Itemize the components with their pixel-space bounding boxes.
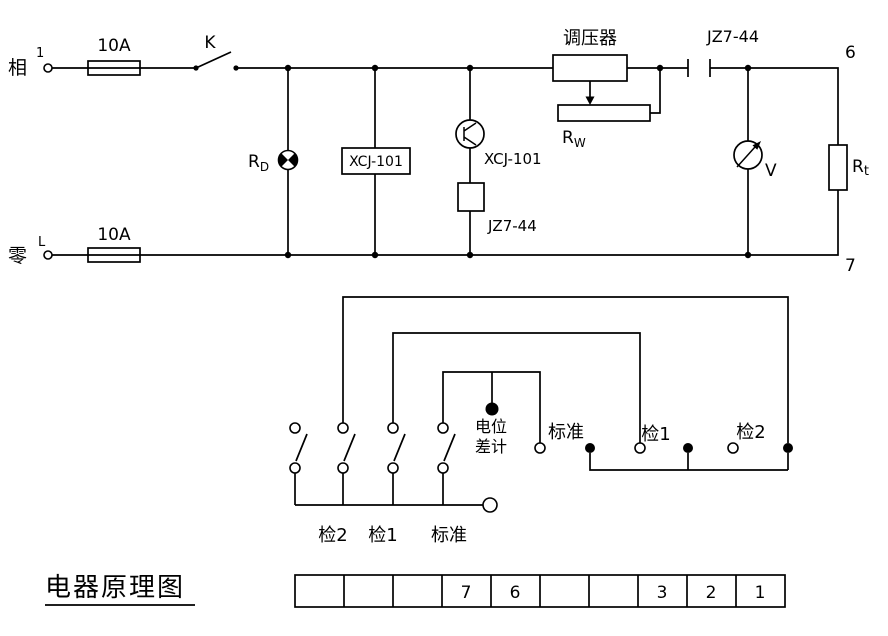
switch-standard-label: 标准 xyxy=(431,525,467,546)
xcj-tube-label: XCJ-101 xyxy=(484,150,542,168)
switch-bottom-contact xyxy=(387,462,399,474)
terminal-strip: 7 6 3 2 1 xyxy=(294,574,786,608)
fuse-phase-label: 10A xyxy=(97,36,131,56)
selector-posts xyxy=(534,442,793,454)
voltmeter-label: V xyxy=(765,161,777,181)
fuse-phase-icon xyxy=(87,60,141,76)
junction-dot xyxy=(466,251,474,259)
junction-dot xyxy=(744,251,752,259)
switch-top-contact xyxy=(437,422,449,434)
rw-label: RW xyxy=(562,128,586,150)
pot-label-line2: 差计 xyxy=(475,437,507,456)
neutral-terminal-label: L xyxy=(38,235,46,250)
junction-dot xyxy=(656,64,664,72)
selector-standard-label: 标准 xyxy=(548,422,584,443)
switch-top-contact xyxy=(289,422,301,434)
regulator-box xyxy=(552,54,628,82)
switch-check2-label: 检2 xyxy=(318,525,347,546)
junction-dots xyxy=(284,64,752,259)
switch-top-contact xyxy=(387,422,399,434)
junction-dot xyxy=(284,64,292,72)
junction-dot xyxy=(284,251,292,259)
voltmeter-arrowhead-icon xyxy=(752,141,761,150)
switch-k-pivot xyxy=(193,65,199,71)
switch-bottom-contact xyxy=(437,462,449,474)
phase-terminal-label: 1 xyxy=(36,46,44,61)
switch-k-contact xyxy=(233,65,239,71)
tube-circle-icon xyxy=(455,119,485,149)
terminal-7-label: 7 xyxy=(845,256,856,276)
selector-check1-label: 检1 xyxy=(641,424,670,445)
check1-post-filled xyxy=(683,443,693,453)
pot-label-line1: 电位 xyxy=(475,417,507,436)
selector-check2-label: 检2 xyxy=(736,422,765,443)
rt-label: Rt xyxy=(852,157,869,179)
junction-dot xyxy=(371,251,379,259)
rw-resistor-box xyxy=(557,104,651,122)
voltmeter-needle-icon xyxy=(736,146,756,168)
check2-post-filled xyxy=(783,443,793,453)
switch-top-contact xyxy=(337,422,349,434)
regulator-label: 调压器 xyxy=(563,28,617,49)
jz7-44-contact-icon xyxy=(687,59,711,77)
switch-k-label: K xyxy=(204,33,216,53)
rw-wiper-arrowhead-icon xyxy=(585,96,595,105)
switch-bottom-contact xyxy=(337,462,349,474)
switch-k-blade-icon xyxy=(195,51,232,69)
strip-cell-label: 7 xyxy=(461,583,472,603)
phase-label: 相 xyxy=(8,57,27,79)
jz-contact-label: JZ7-44 xyxy=(706,27,759,46)
selector-circuit-wires xyxy=(294,296,789,506)
check2-post-open xyxy=(727,442,739,454)
rt-resistor-box xyxy=(828,144,848,191)
main-circuit-wires xyxy=(52,67,839,256)
strip-cell-label: 3 xyxy=(657,583,668,603)
potentiometer-node xyxy=(485,402,499,416)
terminal-strip-dividers xyxy=(343,575,737,607)
relay-coil-label: JZ7-44 xyxy=(487,217,537,235)
fuse-neutral-label: 10A xyxy=(97,225,131,245)
knife-switch-contacts xyxy=(289,422,498,513)
selector-circuit: 电位 差计 标准 检1 检2 检2 检1 标准 xyxy=(289,296,793,546)
phase-terminal xyxy=(43,63,53,73)
lamp-wedge-right xyxy=(288,153,298,167)
terminal-6-label: 6 xyxy=(845,43,856,63)
switch-check1-label: 检1 xyxy=(368,525,397,546)
fuse-neutral-icon xyxy=(87,247,141,263)
relay-coil-box xyxy=(457,182,485,212)
tube-glyph-icon xyxy=(463,122,477,146)
neutral-label: 零 xyxy=(8,245,27,267)
strip-cell-label: 1 xyxy=(755,583,766,603)
lamp-rd-icon xyxy=(277,149,299,171)
page-title: 电器原理图 xyxy=(45,573,185,603)
check1-post-open xyxy=(634,442,646,454)
xcj-box-label: XCJ-101 xyxy=(349,154,403,170)
junction-dot xyxy=(744,64,752,72)
footer: 电器原理图 7 6 3 2 1 xyxy=(45,573,786,608)
standard-post-open xyxy=(534,442,546,454)
rd-label: RD xyxy=(248,152,269,174)
neutral-terminal xyxy=(43,250,53,260)
junction-dot xyxy=(371,64,379,72)
switch-bottom-contact xyxy=(289,462,301,474)
common-terminal xyxy=(482,497,498,513)
lamp-wedge-left xyxy=(278,153,288,167)
strip-cell-label: 2 xyxy=(706,583,717,603)
knife-switch-blades-icon xyxy=(295,433,456,462)
standard-post-filled xyxy=(585,443,595,453)
xcj-relay-box xyxy=(341,147,411,175)
main-circuit: 相 1 10A K RD XCJ-101 XCJ-101 JZ7-44 调压器 … xyxy=(8,27,869,276)
strip-cell-label: 6 xyxy=(510,583,521,603)
junction-dot xyxy=(466,64,474,72)
